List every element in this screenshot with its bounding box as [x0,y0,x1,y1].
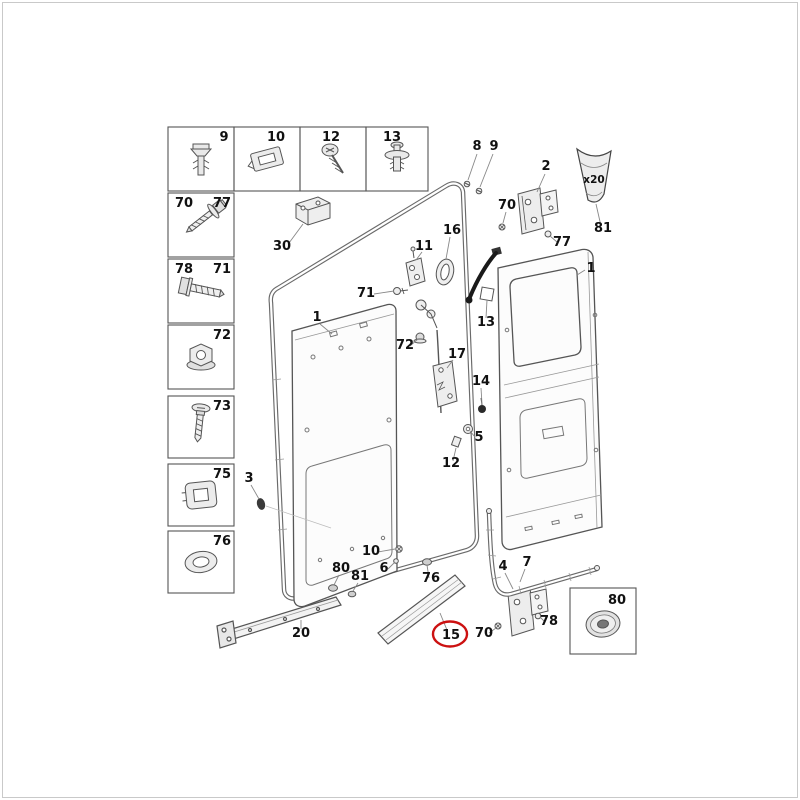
callout-78-bottom: 78 [540,614,558,629]
callout-70: 70 [175,196,193,211]
trim-strip-part-15 [377,574,466,645]
roller-guide-mechanism [393,246,455,414]
callout-labels: 9 10 12 13 70 77 78 71 72 73 75 76 30 8 … [175,130,626,643]
sill-bar-part-20 [216,596,342,649]
square-clip-icon [181,480,218,510]
callout-box-13: 13 [383,130,401,145]
callout-1-rear-door: 1 [586,261,595,276]
legend-box-75 [167,463,235,527]
torx-screw-icon [191,403,211,443]
callout-box-10: 10 [267,130,285,145]
callout-13-mid: 13 [477,315,495,330]
rivet-clip-icon [189,143,213,176]
legend-box-73 [167,395,235,459]
callout-5: 5 [474,430,483,445]
callout-7: 7 [522,555,531,570]
callout-72-mid: 72 [396,338,414,353]
callout-72: 72 [213,328,231,343]
callout-12-mid: 12 [442,456,460,471]
callout-70-hinge: 70 [498,198,516,213]
latch-part-17 [432,360,458,408]
legend-box-80 [569,587,637,655]
callout-box-80: 80 [608,593,626,608]
door-aperture-seal [268,181,480,601]
lower-hinge-part-4 [494,586,549,637]
oval-grommet-icon [184,550,218,574]
grommet-part-81 [347,590,357,598]
callout-3: 3 [244,471,253,486]
callout-80-bottom: 80 [332,561,350,576]
callout-4: 4 [498,559,507,574]
callout-17: 17 [448,347,466,362]
screw-grommet-icon [321,143,344,174]
label-x20: x20 [583,174,604,186]
plug-part-3 [256,498,332,529]
fastener-legend-boxes [167,126,637,655]
upper-hinge-part-2 [498,187,559,238]
callout-15-highlighted: 15 [442,628,460,643]
round-grommet-icon [585,610,621,638]
callout-81-bottom: 81 [351,569,369,584]
inner-trim-outline [305,444,393,586]
callout-2: 2 [541,159,550,174]
callout-71: 71 [213,262,231,277]
legend-box-76 [167,530,235,594]
lower-door-seal-part-7 [486,508,600,597]
callout-77-hinge: 77 [553,235,571,250]
rear-door-panel [497,248,603,551]
callout-81-funnel: 81 [594,221,612,236]
spring-clip-icon [247,146,284,172]
callout-6: 6 [379,561,388,576]
callout-box-12: 12 [322,130,340,145]
sliding-door-panel [291,303,398,608]
legend-box-13 [365,126,429,192]
clip-part-12 [450,435,462,448]
window-opening [509,267,582,367]
leader-lines [250,153,602,634]
callout-77: 77 [213,196,231,211]
highlight-ellipse-15 [431,620,469,648]
grommet-part-80 [328,584,338,592]
callout-11: 11 [415,239,433,254]
door-check-strap [465,246,502,304]
legend-box-78-71 [167,258,235,324]
grommet-part-76 [422,558,432,566]
callout-76-bottom: 76 [422,571,440,586]
flange-nut-icon [186,343,216,371]
callout-9-top: 9 [489,139,498,154]
callout-box-9: 9 [219,130,228,145]
pad-part-13 [479,286,495,302]
seal-top-screws [463,180,483,195]
callout-20: 20 [292,626,310,641]
callout-8: 8 [472,139,481,154]
screw-washer-icon [185,198,228,233]
callout-10-bottom: 10 [362,544,380,559]
hex-bolt-icon [177,276,225,298]
bracket-part-30 [295,196,331,226]
grease-funnel-x20 [576,147,612,203]
callout-14: 14 [472,374,490,389]
legend-box-70-77 [167,192,235,258]
callout-71-mid: 71 [357,286,375,301]
callout-16: 16 [443,223,461,238]
callout-78: 78 [175,262,193,277]
callout-70-bottom: 70 [475,626,493,641]
callout-1-sliding-door: 1 [312,310,321,325]
callout-73: 73 [213,399,231,414]
push-rivet-icon [384,141,410,172]
callout-30: 30 [273,239,291,254]
callout-75: 75 [213,467,231,482]
callout-76: 76 [213,534,231,549]
legend-box-72 [167,324,235,390]
